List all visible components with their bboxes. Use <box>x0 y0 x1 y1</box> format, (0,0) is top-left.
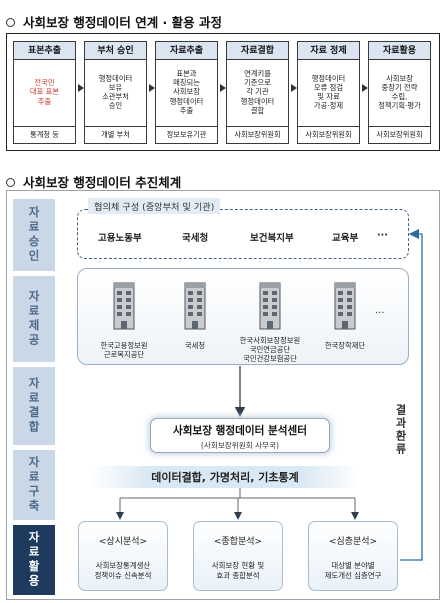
analysis-center-box: 사회보장 행정데이터 분석센터 (사회보장위원회 사무국) <box>150 418 330 453</box>
section2-title: 사회보장 행정데이터 추진체계 <box>6 172 181 191</box>
arrow-right-icon <box>149 84 155 92</box>
institutions-more: ··· <box>375 308 385 319</box>
circle-bullet-icon <box>6 18 15 27</box>
arrow-right-icon <box>220 84 226 92</box>
building-icon <box>259 282 281 330</box>
circle-bullet-icon <box>6 178 15 187</box>
stage-utilize: 자료활용 <box>13 525 55 595</box>
ministry-label: ··· <box>377 230 388 241</box>
ministry-label: 국세청 <box>182 233 209 244</box>
stage-provide: 자료제공 <box>13 276 55 362</box>
building-icon <box>334 282 356 330</box>
ministry-label: 교육부 <box>332 233 359 244</box>
section1-title: 사회보장 행정데이터 연계 · 활용 과정 <box>6 12 222 31</box>
ministry-label: 고용노동부 <box>98 233 142 244</box>
processing-steps: 데이터결합, 가명처리, 기초통계 <box>90 466 360 488</box>
stage-build: 자료구축 <box>13 450 55 520</box>
council-title: 협의체 구성 (중앙부처 및 기관) <box>88 198 221 214</box>
stage-combine: 자료결합 <box>13 367 55 445</box>
institution-label: 한국장학재단 <box>324 341 366 350</box>
arrow-right-icon <box>78 84 84 92</box>
feedback-label: 결과환류 <box>394 404 407 456</box>
institution-label: 국세청 <box>184 341 206 350</box>
building-icon <box>184 282 206 330</box>
stage-approval: 자료승인 <box>13 199 55 271</box>
council-box <box>77 209 409 259</box>
ministry-label: 보건복지부 <box>250 233 294 244</box>
building-icon <box>113 282 135 330</box>
arrow-right-icon <box>291 84 297 92</box>
arrow-right-icon <box>362 84 368 92</box>
